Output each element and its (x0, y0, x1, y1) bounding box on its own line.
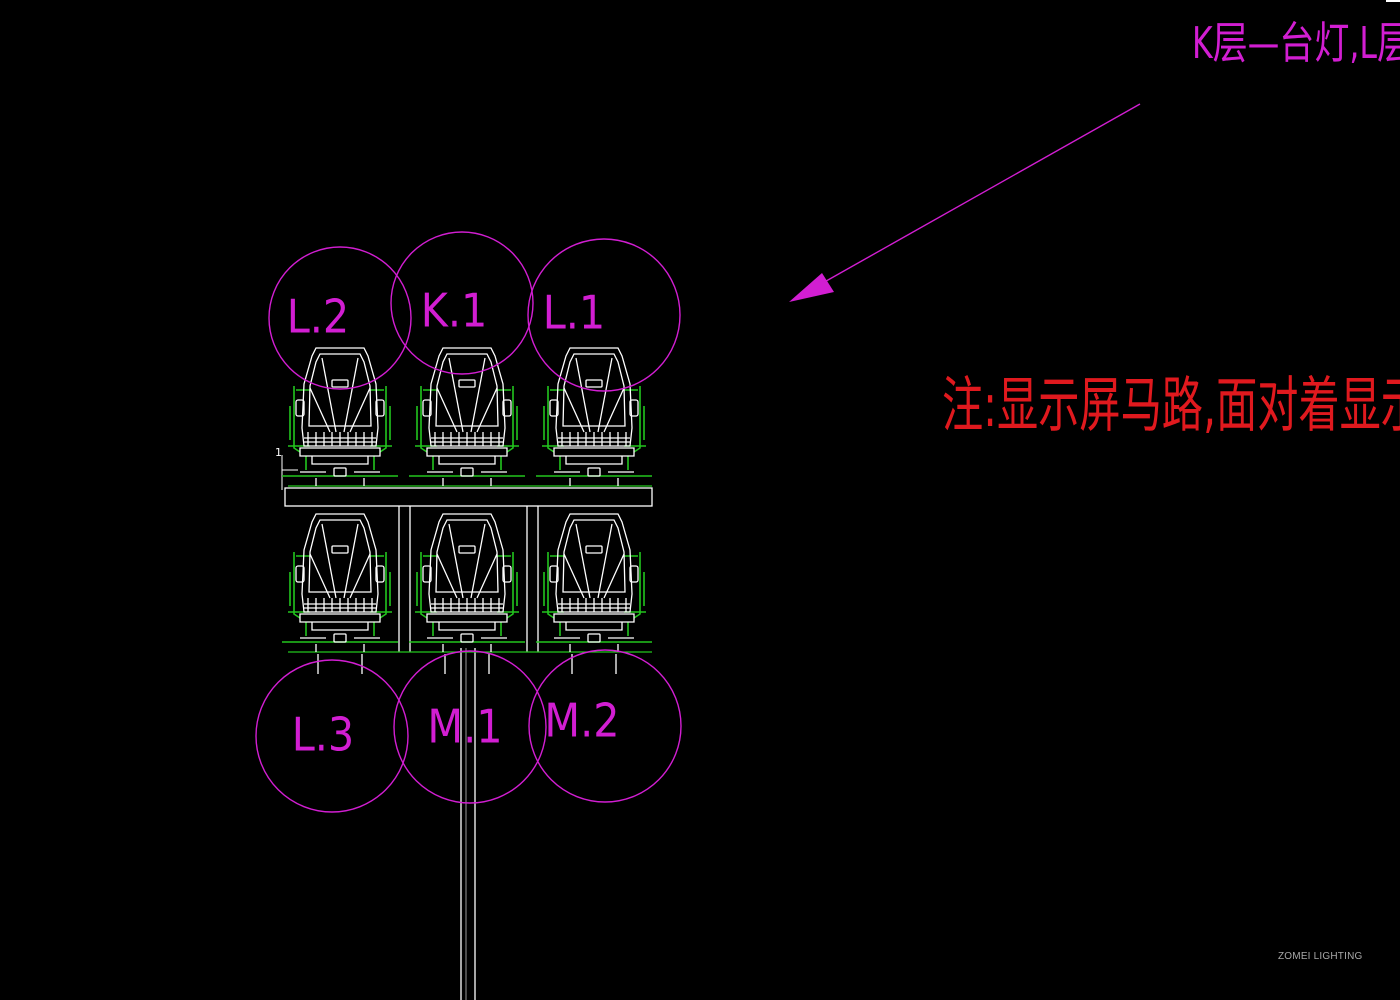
svg-text:L.1: L.1 (543, 286, 606, 340)
fixture-upper-right (535, 347, 653, 487)
svg-text:L.2: L.2 (287, 290, 350, 344)
fixture-upper-left (281, 347, 399, 487)
corner-mark (1386, 0, 1400, 2)
pointer-arrow (789, 103, 1141, 302)
dimension-mark: 1 (275, 446, 298, 490)
fixture-lower-left (281, 513, 399, 653)
side-note: 注:显示屏马路,面对着显示 (942, 371, 1400, 441)
group-circle-l1: L.1 (527, 238, 681, 392)
group-circle-l3: L.3 (255, 659, 409, 813)
svg-text:L.3: L.3 (292, 708, 355, 762)
group-circle-k1: K.1 (390, 231, 534, 375)
fixture-lower-center (408, 513, 526, 653)
group-circle-l2: L.2 (268, 246, 412, 390)
group-circle-m1: M.1 (393, 650, 547, 804)
support-pole (460, 648, 476, 1000)
truss-frame (284, 485, 653, 653)
svg-text:K.1: K.1 (421, 284, 488, 338)
svg-text:M.1: M.1 (427, 700, 502, 754)
group-circle-m2: M.2 (528, 649, 682, 803)
fixture-upper-center (408, 347, 526, 487)
fixture-lower-right (535, 513, 653, 653)
svg-text:1: 1 (275, 446, 282, 459)
svg-text:M.2: M.2 (544, 694, 619, 748)
top-annotation: K层—台灯,L层 (1192, 18, 1400, 69)
lower-clamps (317, 654, 617, 674)
watermark: ZOMEI LIGHTING (1278, 951, 1363, 962)
